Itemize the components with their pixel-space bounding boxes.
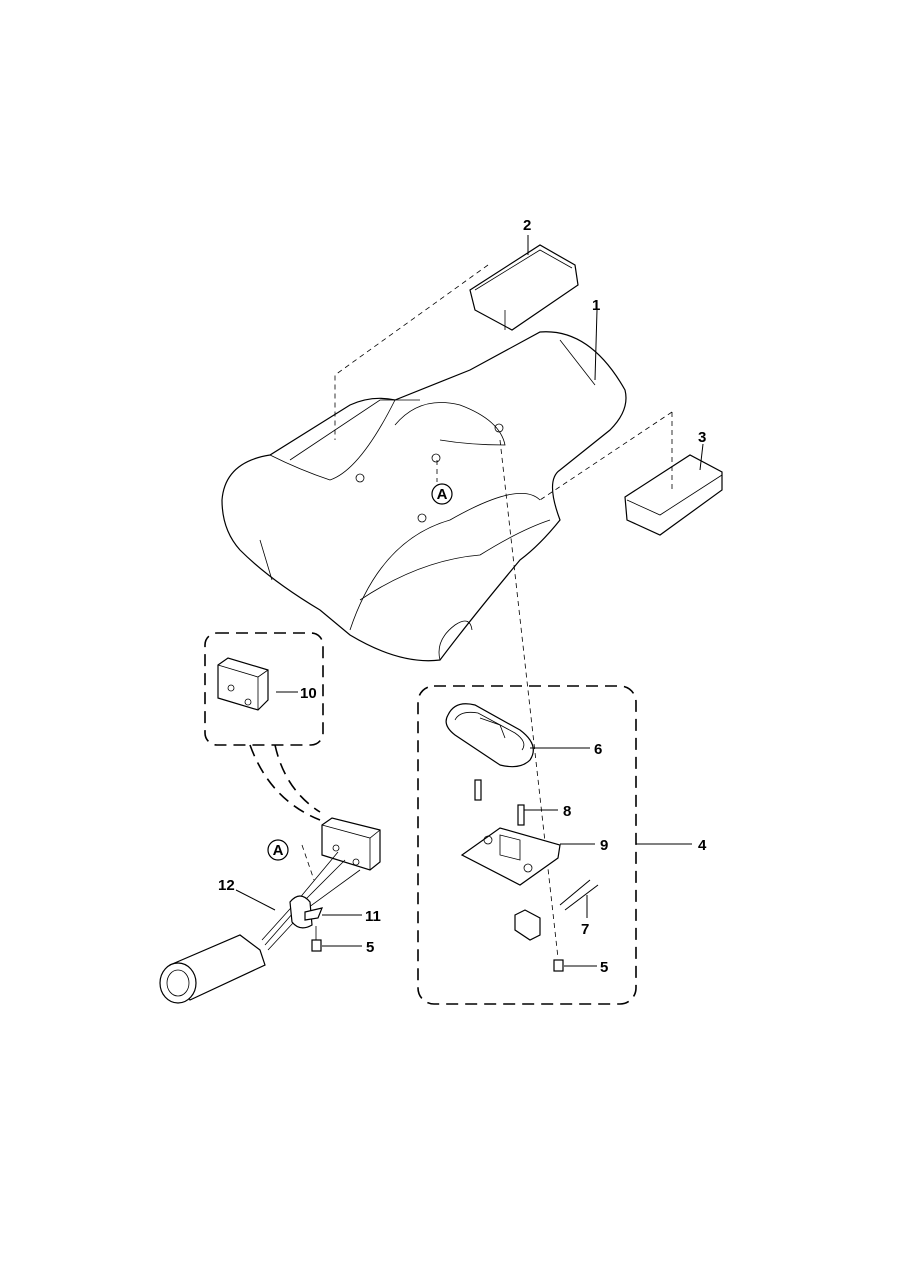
part-5-screw (311, 926, 322, 952)
assembly-line (499, 439, 559, 959)
part-1-housing (221, 331, 627, 662)
svg-text:A: A (273, 842, 284, 859)
part-11-clip (289, 895, 323, 929)
callout-7: 7 (581, 921, 589, 938)
detail-box-10 (204, 632, 324, 746)
assembly-4-box (417, 685, 637, 1005)
callout-8: 8 (563, 803, 571, 820)
callout-6: 6 (594, 741, 602, 758)
callout-9: 9 (600, 837, 608, 854)
detail-ref-a-top: A (431, 483, 453, 505)
part-12-harness (159, 851, 361, 1004)
part-7-pins (559, 879, 599, 911)
part-10-microswitch (217, 657, 269, 711)
part-5-screw (553, 959, 564, 972)
detail-ref-a-bottom: A (267, 839, 289, 861)
callout-5: 5 (366, 939, 374, 956)
leader-lines (235, 235, 704, 967)
callout-11: 11 (365, 908, 381, 925)
part-2-cap (469, 244, 579, 331)
callout-5: 5 (600, 959, 608, 976)
callout-12: 12 (218, 877, 235, 894)
callout-4: 4 (698, 837, 707, 854)
callout-2: 2 (523, 217, 531, 234)
part-microswitch-installed (321, 817, 381, 871)
part-3-cap (624, 454, 723, 536)
callout-3: 3 (698, 429, 706, 446)
part-9-bracket (460, 827, 561, 886)
svg-text:A: A (437, 486, 448, 503)
detail-arrow (249, 744, 321, 821)
assembly-line (301, 844, 315, 881)
part-6-switch-cover (445, 703, 534, 768)
callout-10: 10 (300, 685, 317, 702)
part-8-spring (474, 779, 525, 826)
part-microswitch-small (514, 909, 541, 941)
callout-1: 1 (592, 297, 600, 314)
